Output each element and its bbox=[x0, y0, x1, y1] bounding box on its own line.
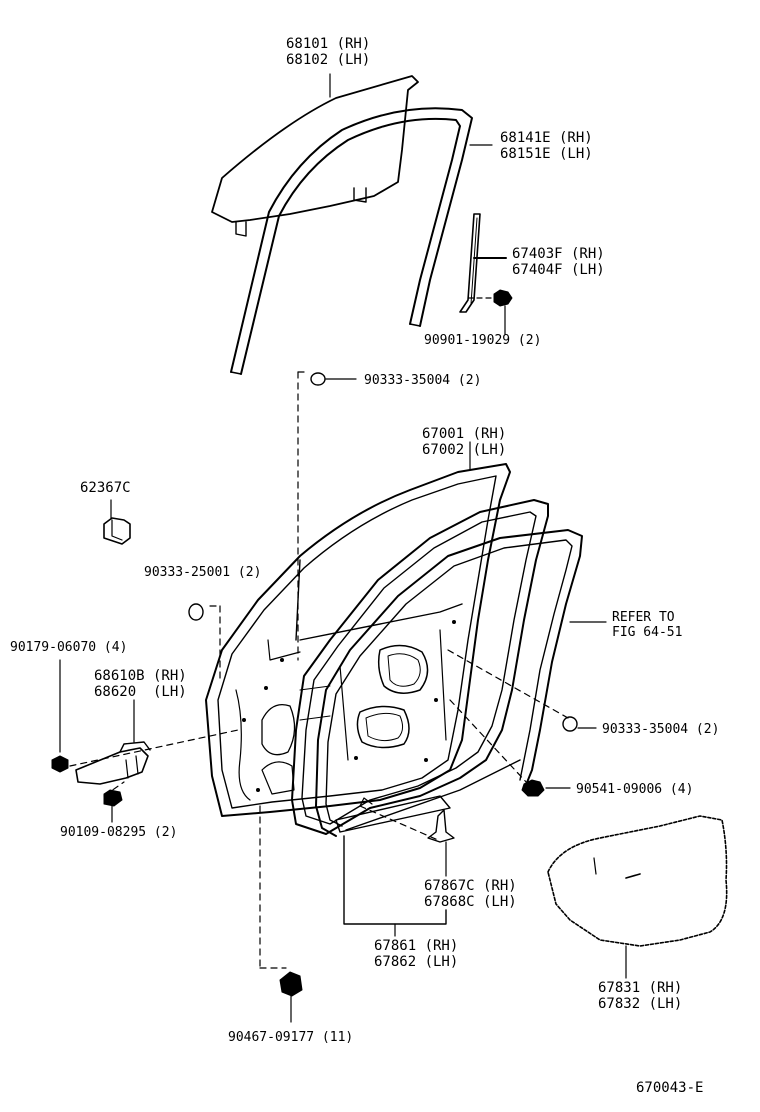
weatherstrip-clip bbox=[427, 809, 455, 877]
hole-plug-small bbox=[188, 603, 204, 621]
label-door-lh: 67002 (LH) bbox=[422, 442, 507, 458]
label-channel-rh: 67403F (RH) bbox=[512, 246, 605, 262]
inner-weatherstrip bbox=[291, 499, 549, 835]
door-panel bbox=[205, 441, 511, 817]
hole-plug-right bbox=[562, 716, 597, 732]
label-film-rh: 67831 (RH) bbox=[598, 980, 683, 996]
clip-09177 bbox=[279, 971, 303, 1023]
label-door-rh: 67001 (RH) bbox=[422, 426, 507, 442]
label-refer-line1: REFER TO bbox=[612, 610, 675, 625]
label-cover-62367c: 62367C bbox=[80, 480, 131, 496]
label-check-rh: 68610B (RH) bbox=[94, 668, 187, 684]
label-glass-lh: 68102 (LH) bbox=[286, 52, 371, 68]
clip-09006 bbox=[521, 779, 571, 797]
label-plug-25001: 90333-25001 (2) bbox=[144, 565, 262, 580]
outer-weatherstrip bbox=[315, 529, 607, 837]
label-weather-lh: 67868C (LH) bbox=[424, 894, 517, 910]
hole-plug-top bbox=[310, 372, 357, 386]
label-plug-35004-right: 90333-35004 (2) bbox=[602, 722, 720, 737]
rear-lower-channel bbox=[459, 213, 513, 335]
bolt-08295 bbox=[103, 789, 123, 823]
label-plug-35004-top: 90333-35004 (2) bbox=[364, 373, 482, 388]
label-clip-09177: 90467-09177 (11) bbox=[228, 1030, 354, 1045]
label-run-rh: 68141E (RH) bbox=[500, 130, 593, 146]
door-check bbox=[75, 699, 151, 785]
lower-strip bbox=[335, 795, 451, 833]
diagram-id: 670043-E bbox=[636, 1080, 704, 1096]
label-bolt-06070: 90179-06070 (4) bbox=[10, 640, 128, 655]
label-check-lh: 68620 (LH) bbox=[94, 684, 187, 700]
label-weather-rh: 67867C (RH) bbox=[424, 878, 517, 894]
strip-bracket bbox=[343, 835, 447, 937]
label-film-lh: 67832 (LH) bbox=[598, 996, 683, 1012]
label-strip-lh: 67862 (LH) bbox=[374, 954, 459, 970]
glass-run-channel bbox=[230, 107, 493, 375]
service-hole-cover bbox=[547, 815, 728, 979]
cover-part bbox=[103, 499, 131, 545]
label-channel-lh: 67404F (LH) bbox=[512, 262, 605, 278]
bolt-06070 bbox=[51, 659, 69, 773]
label-refer-line2: FIG 64-51 bbox=[612, 625, 683, 640]
door-glass bbox=[211, 73, 419, 237]
label-strip-rh: 67861 (RH) bbox=[374, 938, 459, 954]
label-clip-09006: 90541-09006 (4) bbox=[576, 782, 694, 797]
label-bolt-08295: 90109-08295 (2) bbox=[60, 825, 178, 840]
label-bolt-19029: 90901-19029 (2) bbox=[424, 333, 542, 348]
label-glass-rh: 68101 (RH) bbox=[286, 36, 371, 52]
label-run-lh: 68151E (LH) bbox=[500, 146, 593, 162]
